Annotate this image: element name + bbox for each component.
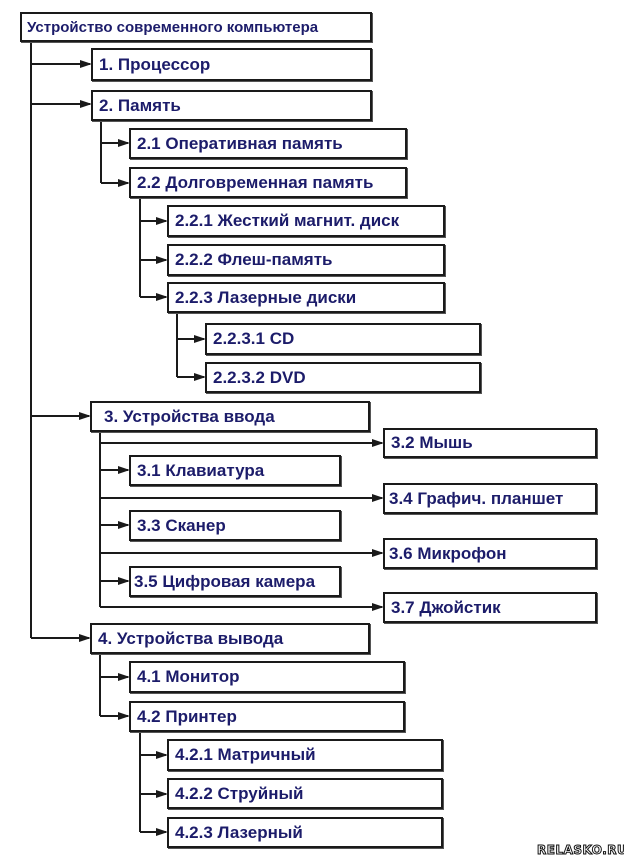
node-digital-camera: 3.5 Цифровая камера: [129, 566, 341, 597]
node-mouse: 3.2 Мышь: [383, 428, 597, 458]
node-flash-memory: 2.2.2 Флеш-память: [167, 244, 445, 276]
node-long-term-memory: 2.2 Долговременная память: [129, 167, 407, 198]
node-joystick: 3.7 Джойстик: [383, 592, 597, 623]
node-scanner: 3.3 Сканер: [129, 510, 341, 541]
node-hard-disk: 2.2.1 Жесткий магнит. диск: [167, 205, 445, 237]
node-processor: 1. Процессор: [91, 48, 372, 81]
node-keyboard: 3.1 Клавиатура: [129, 455, 341, 486]
watermark: RELASKO.RU: [536, 843, 624, 858]
node-memory: 2. Память: [91, 90, 372, 121]
node-input-devices: 3. Устройства ввода: [90, 401, 370, 432]
node-cd: 2.2.3.1 CD: [205, 323, 481, 355]
node-dot-matrix: 4.2.1 Матричный: [167, 739, 443, 771]
node-inkjet: 4.2.2 Струйный: [167, 778, 443, 809]
node-laser-printer: 4.2.3 Лазерный: [167, 817, 443, 848]
node-monitor: 4.1 Монитор: [129, 661, 405, 693]
node-microphone: 3.6 Микрофон: [383, 538, 597, 569]
node-output-devices: 4. Устройства вывода: [90, 623, 370, 654]
node-dvd: 2.2.3.2 DVD: [205, 362, 481, 393]
node-graphics-tablet: 3.4 Графич. планшет: [383, 483, 597, 514]
node-laser-disks: 2.2.3 Лазерные диски: [167, 282, 445, 313]
node-printer: 4.2 Принтер: [129, 701, 405, 732]
node-ram: 2.1 Оперативная память: [129, 128, 407, 159]
node-root: Устройство современного компьютера: [20, 12, 372, 42]
